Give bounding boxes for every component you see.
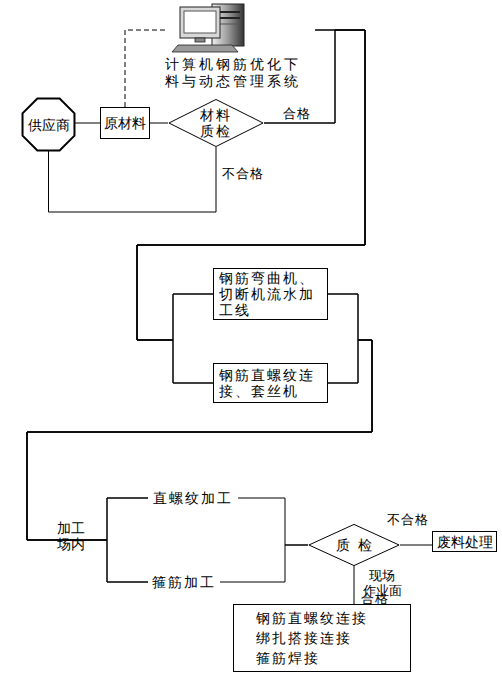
connector xyxy=(220,545,308,582)
supplier-octagon: 供应商 xyxy=(22,98,75,151)
connector xyxy=(354,566,355,604)
node-text: 钢筋直螺纹连接、套丝机 xyxy=(219,367,325,399)
edge-label: 合格 xyxy=(361,591,389,606)
decision-diamond: 质检 xyxy=(308,524,400,566)
note-label: 加工场内 xyxy=(57,520,87,552)
node-text: 钢筋弯曲机、切断机流水加工线 xyxy=(219,270,325,318)
connector xyxy=(49,147,217,212)
monitor xyxy=(180,7,220,38)
node-text: 供应商 xyxy=(28,117,70,133)
connector xyxy=(400,545,432,546)
connector xyxy=(27,340,372,540)
shape-outline xyxy=(309,524,399,565)
computer-icon xyxy=(0,0,502,60)
process-box: 废料处理 xyxy=(432,531,497,552)
monitor-stand xyxy=(195,38,205,42)
process-text: 箍筋加工 xyxy=(148,572,220,592)
node-text: 材料质检 xyxy=(199,107,233,139)
node-text: 原材料 xyxy=(104,115,146,131)
connector xyxy=(238,498,308,545)
node-text: 直螺纹加工 xyxy=(153,490,233,506)
process-box: 原材料 xyxy=(100,107,150,139)
connector xyxy=(137,30,365,383)
monitor-screen xyxy=(184,11,216,33)
connector xyxy=(150,123,168,124)
shape-outline xyxy=(169,99,263,146)
process-text: 直螺纹加工 xyxy=(148,488,238,508)
connector xyxy=(137,30,365,383)
process-box: 钢筋直螺纹连接、套丝机 xyxy=(213,363,328,403)
process-box: 钢筋直螺纹连接 绑扎搭接连接 箍筋焊接 xyxy=(233,604,411,672)
process-box: 钢筋弯曲机、切断机流水加工线 xyxy=(213,268,328,320)
edge-label: 合格 xyxy=(283,106,311,121)
connector xyxy=(125,30,165,107)
node-text: 箍筋加工 xyxy=(152,574,216,590)
shape-outline xyxy=(23,99,75,151)
node-text: 废料处理 xyxy=(437,534,493,550)
connector xyxy=(75,123,100,124)
connector xyxy=(27,294,372,540)
node-text: 钢筋直螺纹连接 绑扎搭接连接 箍筋焊接 xyxy=(256,608,386,668)
node-text: 计算机钢筋优化下料与动态管理系统 xyxy=(165,56,307,90)
keyboard xyxy=(172,45,238,52)
edge-label: 不合格 xyxy=(222,166,264,181)
node-text: 质检 xyxy=(328,537,380,553)
connector xyxy=(27,294,372,582)
edge-label: 不合格 xyxy=(387,512,429,527)
decision-diamond: 材料质检 xyxy=(168,99,264,147)
